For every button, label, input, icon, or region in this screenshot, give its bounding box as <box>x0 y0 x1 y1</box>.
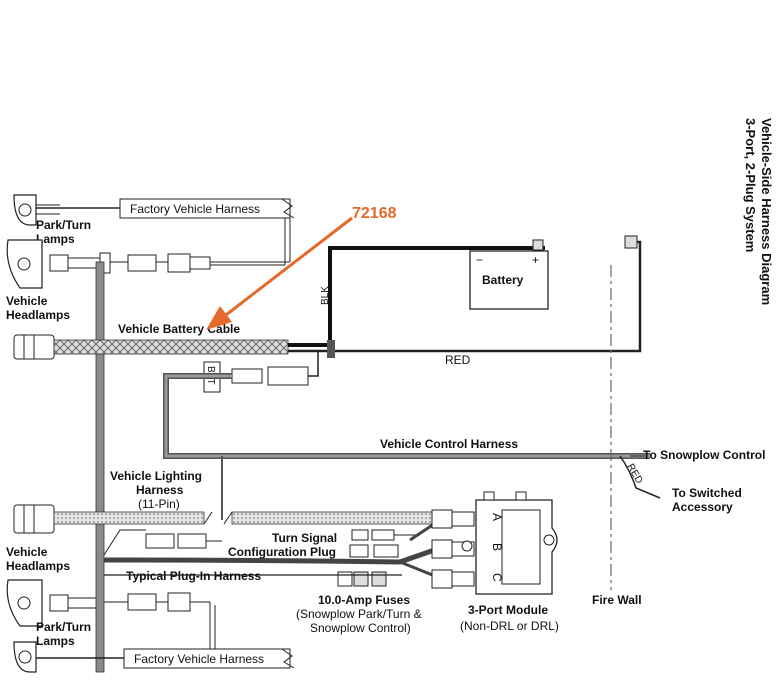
headlamp-top: Vehicle Headlamps <box>6 239 100 322</box>
headlamp-connectors-top <box>99 252 211 274</box>
park-turn-bottom-label-1: Park/Turn <box>36 620 91 634</box>
vehicle-battery-cable: Vehicle Battery Cable <box>13 322 289 360</box>
battery-wires: BLK RED <box>288 240 642 367</box>
factory-harness-top-label: Factory Vehicle Harness <box>130 202 260 216</box>
title-line-2: 3-Port, 2-Plug System <box>743 118 758 252</box>
three-port-module: A B C 3-Port Module (Non-DRL or DRL) <box>460 491 559 633</box>
factory-harness-bottom-label: Factory Vehicle Harness <box>134 652 264 666</box>
red-branch-label: RED <box>624 462 644 486</box>
turn-signal-label-1: Turn Signal <box>272 531 337 545</box>
fire-wall: Fire Wall <box>592 265 642 607</box>
battery: Battery − + <box>469 235 638 310</box>
port-b-label: B <box>490 543 504 551</box>
turn-signal-plug: Turn Signal Configuration Plug <box>228 529 420 559</box>
park-turn-lamp-bottom: Park/Turn Lamps <box>13 620 91 673</box>
part-number-callout: 72168 <box>206 205 397 330</box>
bat-connector: BAT <box>203 351 319 393</box>
headlamps-top-label-2: Headlamps <box>6 308 70 322</box>
factory-harness-bottom: Factory Vehicle Harness <box>36 601 295 669</box>
red-top-label: RED <box>445 353 471 367</box>
battery-negative-label: − <box>476 253 483 267</box>
headlamps-bottom-label-2: Headlamps <box>6 559 70 573</box>
title-line-1: Vehicle-Side Harness Diagram <box>759 118 774 305</box>
port-a-label: A <box>490 513 504 521</box>
battery-label: Battery <box>482 273 524 287</box>
blk-label: BLK <box>320 286 331 305</box>
module-wiring <box>103 509 475 589</box>
control-harness-label: Vehicle Control Harness <box>380 437 518 451</box>
plug-in-harness: Typical Plug-In Harness <box>103 529 402 583</box>
headlamp-bottom: Vehicle Headlamps <box>6 545 191 627</box>
lighting-harness-label-3: (11-Pin) <box>138 497 180 511</box>
module-label-2: (Non-DRL or DRL) <box>460 619 559 633</box>
fuses-label-3: Snowplow Control) <box>310 621 411 635</box>
main-trunk <box>95 261 105 673</box>
battery-positive-label: + <box>532 253 539 267</box>
module-label-1: 3-Port Module <box>468 603 548 617</box>
headlamps-bottom-label-1: Vehicle <box>6 545 48 559</box>
to-snowplow-control-label: To Snowplow Control <box>643 448 765 462</box>
headlamps-top-label-1: Vehicle <box>6 294 48 308</box>
lighting-harness-label-2: Harness <box>136 483 184 497</box>
vehicle-control-harness: Vehicle Control Harness To Snowplow Cont… <box>163 373 765 514</box>
fuses-label-1: 10.0-Amp Fuses <box>318 593 410 607</box>
lighting-harness-label-1: Vehicle Lighting <box>110 469 202 483</box>
park-turn-lamp-top: Park/Turn Lamps <box>13 194 91 246</box>
park-turn-bottom-label-2: Lamps <box>36 634 75 648</box>
fire-wall-label: Fire Wall <box>592 593 642 607</box>
diagram-title: Vehicle-Side Harness Diagram 3-Port, 2-P… <box>743 118 774 305</box>
part-number-label: 72168 <box>352 205 397 222</box>
vehicle-lighting-harness: Vehicle Lighting Harness (11-Pin) <box>13 469 473 534</box>
park-turn-top-label-1: Park/Turn <box>36 218 91 232</box>
fuses: 10.0-Amp Fuses (Snowplow Park/Turn & Sno… <box>296 571 422 635</box>
factory-harness-top: Factory Vehicle Harness <box>30 198 295 266</box>
to-switched-label-1: To Switched <box>672 486 742 500</box>
park-turn-top-label-2: Lamps <box>36 232 75 246</box>
to-switched-label-2: Accessory <box>672 500 733 514</box>
port-c-label: C <box>490 573 504 582</box>
turn-signal-label-2: Configuration Plug <box>228 545 336 559</box>
plug-in-harness-label: Typical Plug-In Harness <box>126 569 261 583</box>
fuses-label-2: (Snowplow Park/Turn & <box>296 607 422 621</box>
